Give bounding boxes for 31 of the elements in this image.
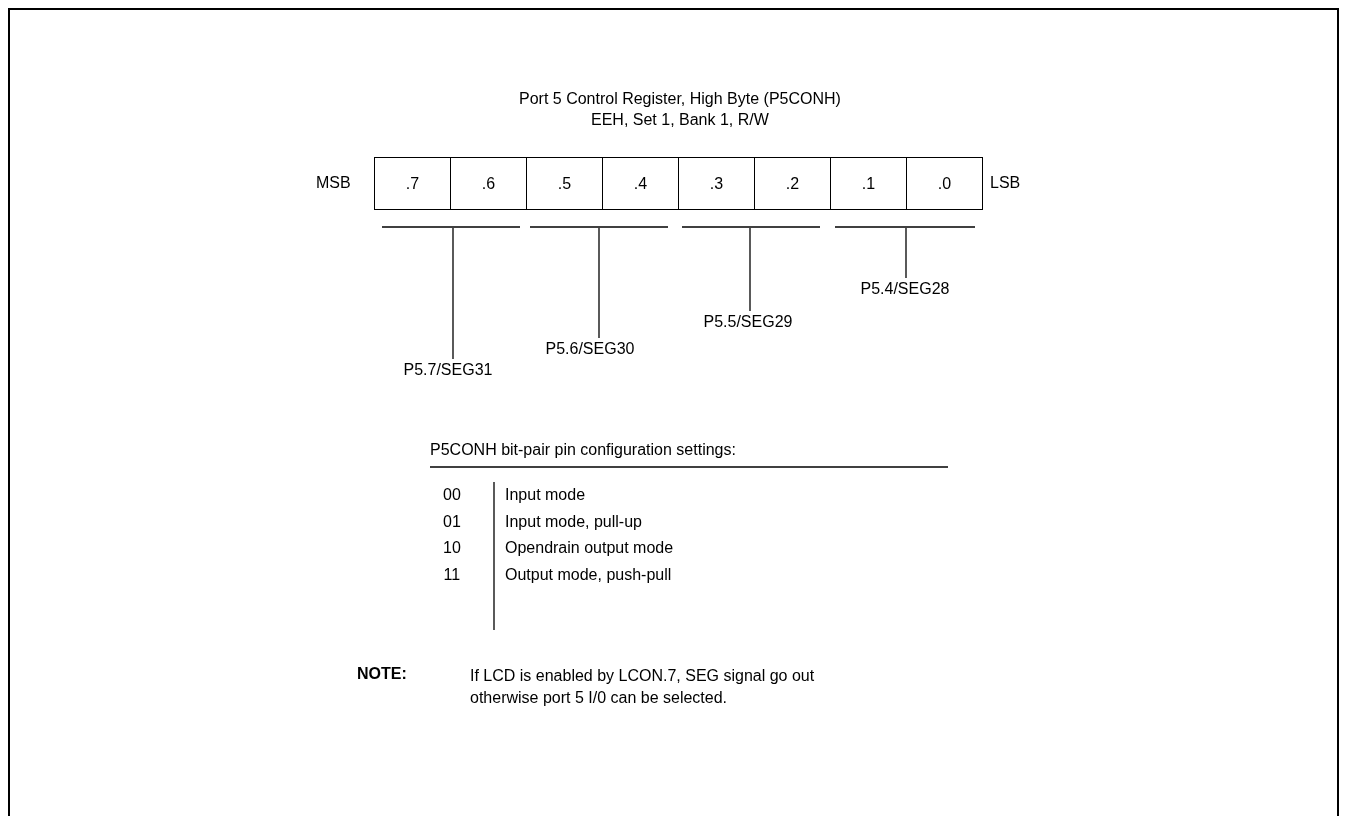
note-text: If LCD is enabled by LCON.7, SEG signal go out otherwise port 5 I/0 can be selected. bbox=[470, 666, 816, 708]
register-bit-cell: .2 bbox=[754, 157, 831, 210]
msb-label: MSB bbox=[316, 174, 351, 192]
leader-line bbox=[749, 227, 751, 312]
register-bit-cell: .1 bbox=[830, 157, 907, 210]
register-bit-cell: .0 bbox=[906, 157, 983, 210]
leader-line bbox=[905, 227, 907, 279]
setting-description: Opendrain output mode bbox=[505, 539, 674, 557]
register-bit-cell: .5 bbox=[526, 157, 603, 210]
register-address: EEH, Set 1, Bank 1, R/W bbox=[591, 111, 769, 129]
setting-description: Input mode bbox=[505, 486, 586, 504]
register-bit-cell: .6 bbox=[450, 157, 527, 210]
setting-code: 01 bbox=[443, 512, 461, 531]
setting-description: Input mode, pull-up bbox=[505, 512, 642, 531]
setting-code: 11 bbox=[443, 565, 461, 584]
leader-line bbox=[598, 227, 600, 339]
bit-label: P5.6/SEG30 bbox=[545, 340, 635, 358]
note-label: NOTE: bbox=[357, 665, 407, 683]
register-bit-cell: .7 bbox=[374, 157, 451, 210]
table-heading: P5CONH bit-pair pin configuration settings: bbox=[430, 441, 736, 459]
setting-code: 10 bbox=[443, 539, 461, 557]
bit-label: P5.4/SEG28 bbox=[860, 280, 950, 298]
setting-description: Output mode, push-pull bbox=[505, 565, 672, 584]
register-bit-cell: .3 bbox=[678, 157, 755, 210]
register-title: Port 5 Control Register, High Byte (P5CONH) bbox=[519, 90, 841, 108]
bit-label: P5.5/SEG29 bbox=[703, 313, 793, 331]
register-bit-cell: .4 bbox=[602, 157, 679, 210]
setting-code: 00 bbox=[443, 486, 461, 504]
lsb-label: LSB bbox=[990, 174, 1021, 192]
bit-label: P5.7/SEG31 bbox=[403, 361, 493, 379]
leader-line bbox=[452, 227, 454, 360]
